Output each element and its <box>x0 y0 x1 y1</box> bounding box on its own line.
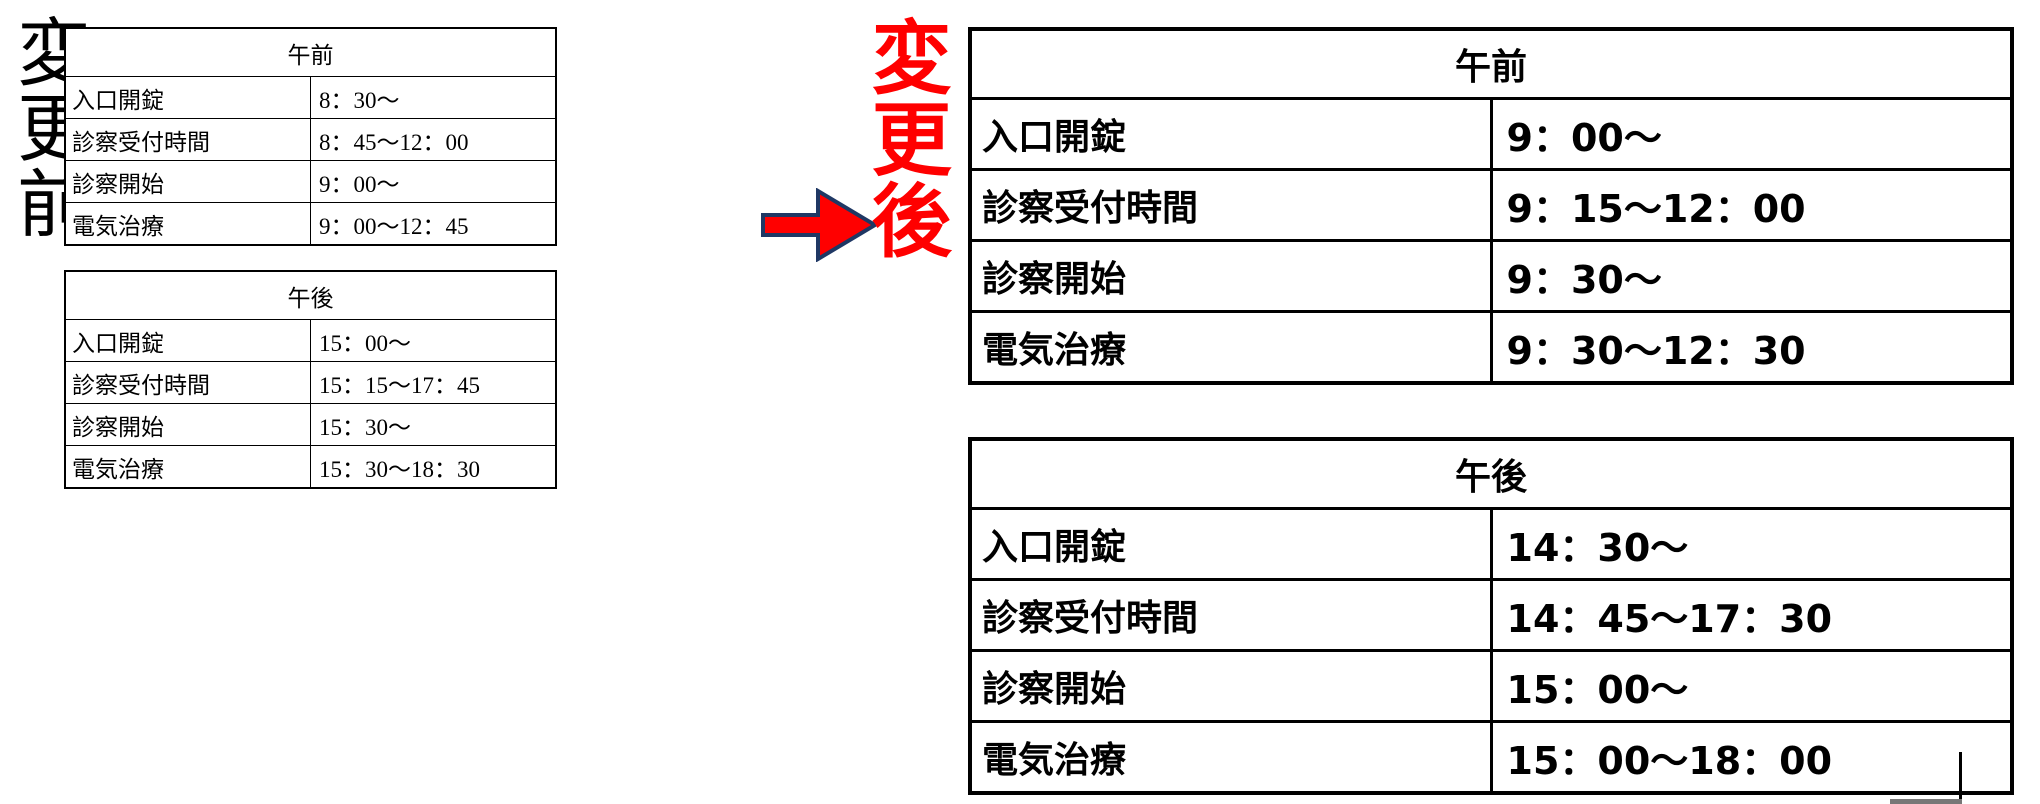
row-label: 電気治療 <box>64 202 311 246</box>
table-row: 入口開錠 8：30～ <box>64 76 557 119</box>
corner-bar <box>1890 799 1962 804</box>
before-morning-table: 午前 入口開錠 8：30～ 診察受付時間 8：45～12：00 診察開始 9：0… <box>64 27 557 246</box>
row-label: 電気治療 <box>968 720 1493 795</box>
row-label: 電気治療 <box>968 310 1493 385</box>
row-label: 入口開錠 <box>64 76 311 119</box>
arrow-shape <box>761 188 878 262</box>
row-label: 診察受付時間 <box>64 118 311 161</box>
page-corner-mark <box>1890 752 2040 804</box>
row-label: 診察開始 <box>64 160 311 203</box>
row-value: 9：30～12：30 <box>1489 310 2014 385</box>
row-value: 9：00～12：45 <box>310 202 557 246</box>
row-label: 診察受付時間 <box>968 168 1493 242</box>
table-header-row: 午後 <box>968 437 2014 510</box>
row-value: 15：00～18：00 <box>1489 720 2014 795</box>
right-arrow-icon <box>761 188 878 262</box>
after-afternoon-header: 午後 <box>968 437 2014 510</box>
table-header-row: 午前 <box>968 27 2014 100</box>
table-row: 診察開始 9：00～ <box>64 160 557 203</box>
table-row: 入口開錠 15：00～ <box>64 319 557 362</box>
table-row: 診察受付時間 15：15～17：45 <box>64 361 557 404</box>
row-value: 15：30～18：30 <box>310 445 557 489</box>
table-row: 電気治療 15：00～18：00 <box>968 720 2014 795</box>
row-label: 入口開錠 <box>64 319 311 362</box>
row-label: 診察開始 <box>64 403 311 446</box>
row-label: 診察受付時間 <box>968 578 1493 652</box>
table-row: 電気治療 15：30～18：30 <box>64 445 557 489</box>
after-morning-table: 午前 入口開錠 9：00～ 診察受付時間 9：15～12：00 診察開始 9：3… <box>968 27 2014 385</box>
table-row: 電気治療 9：00～12：45 <box>64 202 557 246</box>
row-value: 15：15～17：45 <box>310 361 557 404</box>
row-value: 9：00～ <box>1489 97 2014 171</box>
after-afternoon-table: 午後 入口開錠 14：30～ 診察受付時間 14：45～17：30 診察開始 1… <box>968 437 2014 795</box>
table-row: 電気治療 9：30～12：30 <box>968 310 2014 385</box>
table-row: 診察開始 9：30～ <box>968 239 2014 313</box>
row-value: 9：30～ <box>1489 239 2014 313</box>
row-value: 15：00～ <box>310 319 557 362</box>
row-label: 診察開始 <box>968 649 1493 723</box>
table-row: 入口開錠 9：00～ <box>968 97 2014 171</box>
row-value: 9：00～ <box>310 160 557 203</box>
table-row: 診察開始 15：30～ <box>64 403 557 446</box>
after-morning-header: 午前 <box>968 27 2014 100</box>
row-value: 14：45～17：30 <box>1489 578 2014 652</box>
row-value: 14：30～ <box>1489 507 2014 581</box>
row-value: 15：00～ <box>1489 649 2014 723</box>
after-label: 変更後 <box>859 16 948 261</box>
row-label: 入口開錠 <box>968 97 1493 171</box>
row-label: 電気治療 <box>64 445 311 489</box>
table-header-row: 午前 <box>64 27 557 77</box>
before-afternoon-header: 午後 <box>64 270 557 320</box>
row-label: 診察開始 <box>968 239 1493 313</box>
row-value: 8：30～ <box>310 76 557 119</box>
row-value: 8：45～12：00 <box>310 118 557 161</box>
row-value: 9：15～12：00 <box>1489 168 2014 242</box>
row-value: 15：30～ <box>310 403 557 446</box>
table-row: 入口開錠 14：30～ <box>968 507 2014 581</box>
table-row: 診察受付時間 14：45～17：30 <box>968 578 2014 652</box>
table-header-row: 午後 <box>64 270 557 320</box>
before-morning-header: 午前 <box>64 27 557 77</box>
table-row: 診察開始 15：00～ <box>968 649 2014 723</box>
before-afternoon-table: 午後 入口開錠 15：00～ 診察受付時間 15：15～17：45 診察開始 1… <box>64 270 557 489</box>
row-label: 入口開錠 <box>968 507 1493 581</box>
table-row: 診察受付時間 8：45～12：00 <box>64 118 557 161</box>
table-row: 診察受付時間 9：15～12：00 <box>968 168 2014 242</box>
row-label: 診察受付時間 <box>64 361 311 404</box>
